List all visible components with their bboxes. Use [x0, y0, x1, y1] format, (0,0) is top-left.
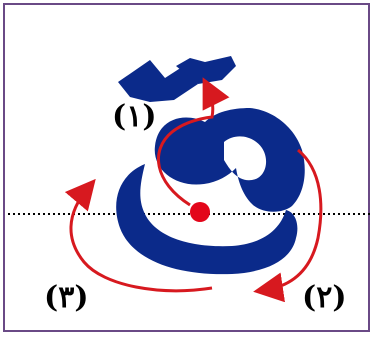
stroke-arrow-1	[157, 77, 230, 207]
letter-body	[116, 108, 305, 275]
step-label-3: (٣)	[44, 280, 89, 315]
step-label-2: (٢)	[302, 280, 347, 315]
stroke-start-dot	[190, 202, 210, 222]
step-label-1: (١)	[112, 99, 157, 134]
stroke-arrow-3	[64, 178, 213, 293]
letter-dots	[118, 56, 236, 102]
stroke-arrow-2	[253, 148, 323, 303]
